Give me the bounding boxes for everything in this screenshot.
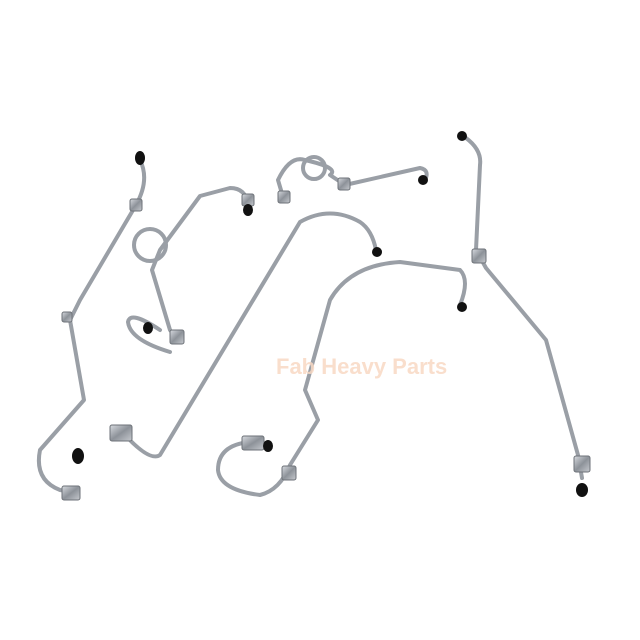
pipe-2 [150, 186, 250, 342]
pipe-1 [37, 158, 147, 494]
pipe-3 [123, 211, 378, 459]
pipe-6 [464, 136, 584, 480]
pipe-4 [276, 157, 429, 199]
